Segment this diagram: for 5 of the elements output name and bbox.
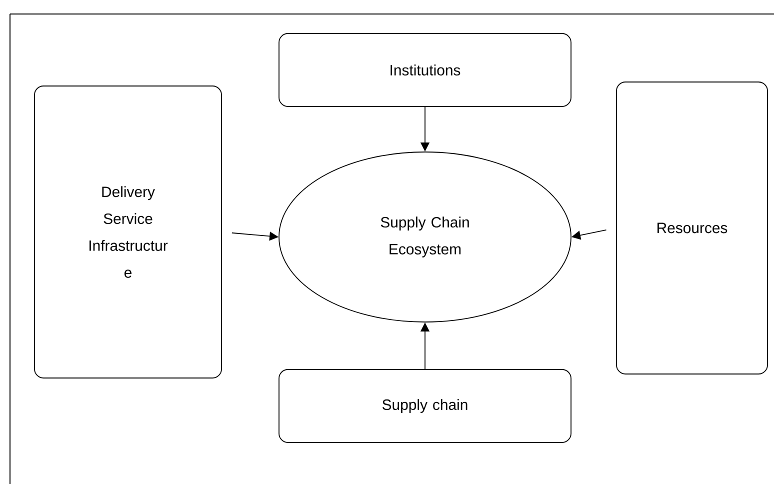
ellipse-node: Supply Chain Ecosystem: [278, 152, 572, 322]
rounded-box: Resources: [616, 82, 768, 374]
rounded-box: Delivery Service Infrastructur e: [34, 86, 222, 378]
rounded-box: Institutions: [278, 33, 572, 107]
rounded-box: Supply chain: [278, 369, 572, 443]
